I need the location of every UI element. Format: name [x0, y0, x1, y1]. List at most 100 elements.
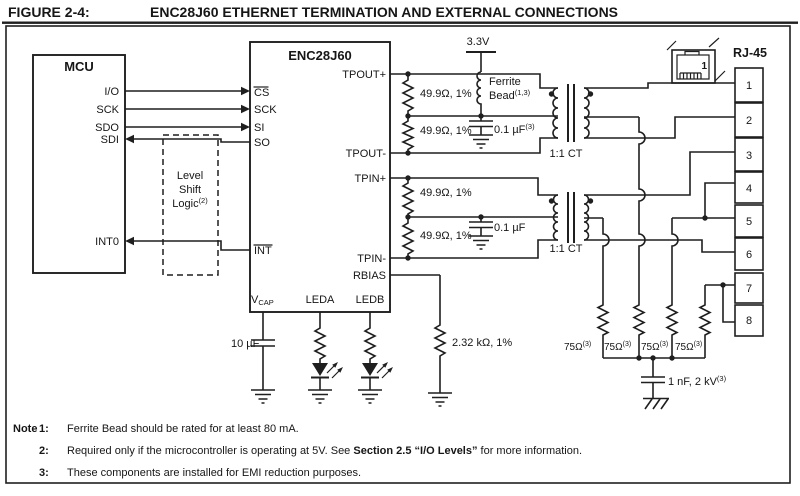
ground-symbol — [251, 389, 275, 404]
r-bias-label: 2.32 kΩ, 1% — [452, 337, 512, 349]
capacitor-symbol — [251, 312, 275, 390]
leda-network — [308, 312, 343, 404]
ferrite-label-1: Ferrite — [489, 76, 521, 88]
rj45-title: RJ-45 — [733, 46, 767, 60]
arrowhead — [241, 104, 250, 114]
enc-pin-tpin-plus: TPIN+ — [355, 173, 386, 185]
phase-dot — [587, 198, 594, 204]
mcu-title: MCU — [64, 59, 94, 74]
rj45-pin-number: 6 — [746, 249, 752, 261]
arrowhead — [241, 122, 250, 132]
note-1-text: Ferrite Bead should be rated for at leas… — [67, 423, 299, 435]
figure-border — [5, 25, 791, 484]
rbias-network: 2.32 kΩ, 1% — [390, 274, 512, 407]
arrowhead — [125, 236, 134, 246]
c-tpout-label: 0.1 µF(3) — [494, 122, 535, 136]
level-shift-line3: Logic(2) — [172, 196, 208, 210]
level-shift-outline — [162, 134, 219, 276]
resistor-symbol — [401, 178, 415, 217]
mcu-pin-io: I/O — [104, 86, 119, 98]
enc-pin-leda: LEDA — [306, 294, 335, 306]
rj45-pin-number: 4 — [746, 183, 752, 195]
led-symbol — [361, 362, 393, 390]
capacitor-symbol — [469, 217, 493, 250]
vcap-network: 10 µF — [231, 312, 275, 404]
ground-symbol — [358, 389, 382, 404]
resistor-symbol — [596, 303, 610, 358]
r-tpout1-label: 49.9Ω, 1% — [420, 88, 472, 100]
resistor-symbol — [401, 74, 415, 116]
enc-pin-so: SO — [254, 137, 270, 149]
note-heading: Note — [13, 423, 37, 435]
enc-pin-tpin-minus: TPIN- — [357, 253, 386, 265]
figure-label: FIGURE 2-4: — [8, 4, 90, 20]
note-1-num: 1: — [39, 423, 49, 435]
rj45-pin-box — [734, 304, 764, 337]
figure-title-text: ENC28J60 ETHERNET TERMINATION AND EXTERN… — [150, 4, 618, 20]
enc-pin-ledb: LEDB — [356, 294, 385, 306]
resistor-symbol — [632, 303, 646, 358]
c-emi-label: 1 nF, 2 kV(3) — [668, 374, 727, 388]
rj45-pin-box — [734, 67, 764, 103]
capacitor-symbol — [641, 358, 665, 398]
rj45-pin-box — [734, 204, 764, 238]
arrowhead — [241, 86, 250, 96]
enc-title: ENC28J60 — [288, 48, 352, 63]
rj45-pin-number: 2 — [746, 115, 752, 127]
ledb-network — [358, 312, 393, 404]
rj45-pin-box — [734, 102, 764, 138]
capacitor-symbol — [469, 116, 493, 149]
led-symbol — [311, 362, 343, 390]
phase-dot — [548, 91, 555, 97]
resistor-symbol — [401, 116, 415, 153]
r-tpin1-label: 49.9Ω, 1% — [420, 187, 472, 199]
level-shift-line1: Level — [177, 170, 203, 182]
rx-transformer: 1:1 CT — [548, 192, 594, 255]
notes: Note 1: Ferrite Bead should be rated for… — [13, 423, 582, 479]
figure-title: FIGURE 2-4: ENC28J60 ETHERNET TERMINATIO… — [2, 4, 798, 484]
ground-symbol — [308, 389, 332, 404]
rail-3v3-label: 3.3V — [467, 36, 490, 48]
title-underline — [2, 21, 798, 24]
enc-pin-tpout-minus: TPOUT- — [346, 148, 387, 160]
phase-dot — [587, 91, 594, 97]
enc-pin-tpout-plus: TPOUT+ — [342, 69, 386, 81]
c-tpin-label: 0.1 µF — [494, 222, 526, 234]
note-2-text: Required only if the microcontroller is … — [67, 445, 582, 457]
hop-wire — [602, 218, 610, 303]
note-2-num: 2: — [39, 445, 49, 457]
mcu-pin-sck: SCK — [96, 104, 119, 116]
resistor-symbol — [401, 217, 415, 258]
termination-network: 75Ω(3) 75Ω(3) 75Ω(3) 75Ω(3) 1 nF, 2 kV(3… — [564, 117, 727, 410]
winding — [552, 87, 559, 139]
enc28j60-block: ENC28J60 CS SCK SI SO INT TPOUT+ TPOUT- … — [249, 41, 391, 313]
phase-dot — [548, 198, 555, 204]
tpin-network: 49.9Ω, 1% 49.9Ω, 1% 0.1 µF — [390, 175, 558, 261]
enc-pin-si: SI — [254, 122, 264, 134]
tx-transformer: 1:1 CT — [548, 84, 594, 160]
rj45-pin-box — [734, 171, 764, 204]
mcu-pin-sdo: SDO — [95, 122, 119, 134]
mcu-box — [32, 54, 126, 274]
winding — [583, 87, 590, 139]
rj45-pin-box — [734, 137, 764, 172]
rx-transformer-label: 1:1 CT — [549, 243, 582, 255]
enc-pin-sck: SCK — [254, 104, 277, 116]
hop-wire — [638, 117, 646, 303]
rj45-connector: RJ-45 1 1 2 3 4 5 6 7 8 — [666, 37, 767, 337]
mcu-pin-int0: INT0 — [95, 236, 119, 248]
level-shift-box: Level Shift Logic(2) — [162, 134, 219, 276]
mcu-block: MCU I/O SCK SDO SDI INT0 — [32, 54, 126, 274]
ferrite-bead-symbol — [476, 71, 482, 116]
c-vcap-label: 10 µF — [231, 338, 260, 350]
resistor-symbol — [698, 303, 712, 358]
note-3-num: 3: — [39, 467, 49, 479]
ground-symbol — [428, 392, 452, 407]
transformer-core — [567, 192, 575, 243]
enc-pin-cs: CS — [254, 87, 269, 99]
rj45-pin-box — [734, 237, 764, 271]
rj45-pin-number: 7 — [746, 283, 752, 295]
enc-pin-int: INT — [254, 245, 272, 257]
winding — [552, 194, 559, 241]
